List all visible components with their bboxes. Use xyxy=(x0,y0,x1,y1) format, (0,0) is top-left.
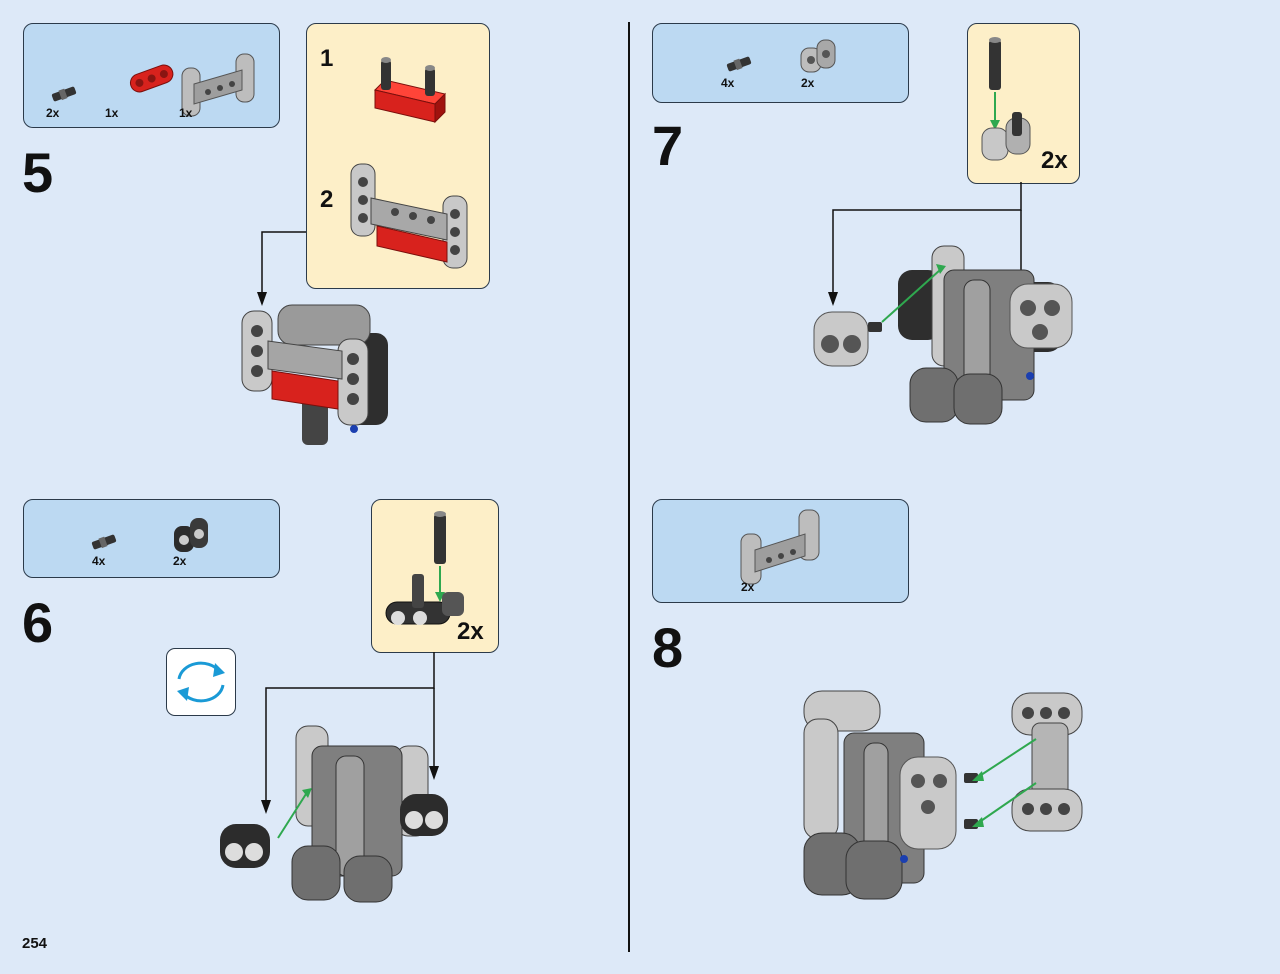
substep-box-step-7: 2x xyxy=(967,23,1080,184)
substep-number: 1 xyxy=(320,45,334,72)
step-8-model xyxy=(803,690,1083,900)
part-qty: 4x xyxy=(721,76,735,90)
pin-icon xyxy=(51,86,77,102)
parts-images xyxy=(51,53,255,117)
part-qty: 2x xyxy=(801,76,815,90)
pin-icon xyxy=(989,37,1001,90)
step-number: 8 xyxy=(652,616,684,679)
callout-arrow xyxy=(265,652,435,808)
parts-list-step-6: 4x 2x xyxy=(23,499,280,578)
parts-list-step-7: 4x 2x xyxy=(652,23,909,103)
step-number: 7 xyxy=(652,114,684,177)
substep-images xyxy=(385,511,464,625)
parts-list-step-8: 2x xyxy=(652,499,909,603)
page-number: 254 xyxy=(22,935,48,952)
red-beam-assembly-icon xyxy=(374,57,446,124)
pin-icon xyxy=(726,56,752,72)
step-5-model xyxy=(241,304,388,445)
part-qty: 2x xyxy=(46,106,60,120)
part-qty: 2x xyxy=(173,554,187,568)
connector-icon xyxy=(981,112,1031,161)
connector-icon xyxy=(800,39,836,73)
parts-images xyxy=(726,39,836,73)
pin-icon xyxy=(91,534,117,550)
rotate-model-box xyxy=(166,648,236,716)
part-qty: 4x xyxy=(92,554,106,568)
substep-images xyxy=(350,57,468,269)
red-beam-icon xyxy=(129,64,174,93)
callout-arrow xyxy=(832,182,1022,300)
frame-assembly-icon xyxy=(350,163,468,269)
rotate-icon xyxy=(177,661,225,703)
callout-arrow xyxy=(261,231,306,300)
step-number: 6 xyxy=(22,591,54,654)
frame-icon xyxy=(181,53,255,117)
parts-images xyxy=(740,509,820,585)
substep-multiplier: 2x xyxy=(1041,147,1068,174)
substep-multiplier: 2x xyxy=(457,618,484,645)
connector-icon xyxy=(174,518,208,552)
parts-list-step-5: 2x 1x 1x xyxy=(23,23,280,128)
pin-icon xyxy=(434,511,446,564)
step-6-model xyxy=(220,725,448,903)
substep-box-step-5: 1 2 xyxy=(306,23,490,289)
parts-images xyxy=(91,518,208,552)
step-number: 5 xyxy=(22,141,54,204)
connector-icon xyxy=(385,574,464,625)
part-qty: 1x xyxy=(105,106,119,120)
page-divider xyxy=(628,22,630,952)
step-7-model xyxy=(813,245,1073,425)
part-qty: 2x xyxy=(741,580,755,594)
substep-images xyxy=(981,37,1031,161)
substep-box-step-6: 2x xyxy=(371,499,499,653)
substep-number: 2 xyxy=(320,186,334,213)
part-qty: 1x xyxy=(179,106,193,120)
frame-icon xyxy=(740,509,820,585)
